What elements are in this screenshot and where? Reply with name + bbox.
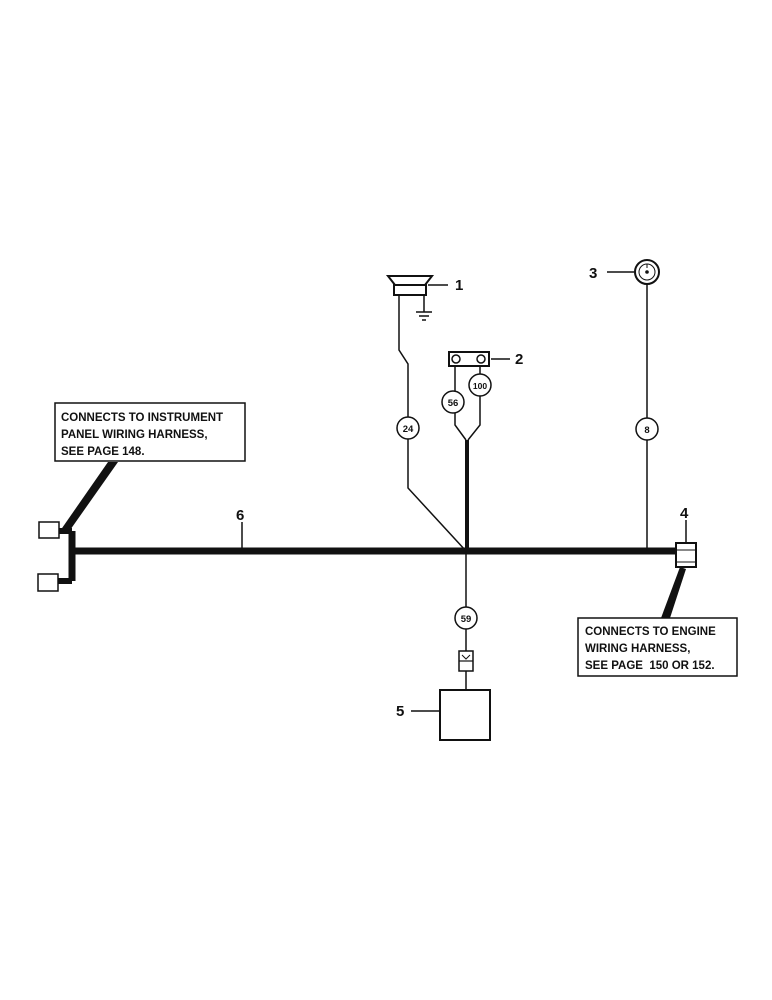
callout-engine-line-3: SEE PAGE 150 OR 152. bbox=[585, 660, 715, 672]
main-harness bbox=[58, 528, 676, 584]
wire-24 bbox=[398, 295, 467, 552]
callout-engine-line-2: WIRING HARNESS, bbox=[585, 643, 690, 655]
wire-tag-8: 8 bbox=[635, 417, 659, 441]
wire-tag-56: 56 bbox=[441, 390, 465, 414]
wire-tag-100: 100 bbox=[468, 373, 492, 397]
wire-tag-24-label: 24 bbox=[403, 424, 414, 435]
wire-tag-59: 59 bbox=[454, 606, 478, 630]
wire-tag-8-label: 8 bbox=[644, 425, 649, 436]
callout-instrument-line-2: PANEL WIRING HARNESS, bbox=[61, 429, 208, 441]
ref-number-6: 6 bbox=[236, 507, 244, 524]
ref-number-1: 1 bbox=[455, 277, 463, 294]
switch bbox=[448, 351, 510, 367]
wire-tag-59-label: 59 bbox=[461, 614, 472, 625]
wire-tag-24: 24 bbox=[396, 416, 420, 440]
callout-instrument-line-1: CONNECTS TO INSTRUMENT bbox=[61, 412, 223, 424]
callout-instrument-line-3: SEE PAGE 148. bbox=[61, 446, 145, 458]
inline-connector bbox=[458, 650, 474, 672]
engine-connector bbox=[675, 542, 697, 568]
wire-tag-100-label: 100 bbox=[473, 381, 487, 391]
ref-number-2: 2 bbox=[515, 351, 523, 368]
ref-number-3: 3 bbox=[589, 265, 597, 282]
callout-engine: CONNECTS TO ENGINE WIRING HARNESS, SEE P… bbox=[577, 617, 738, 677]
callout-leader-instrument bbox=[60, 462, 118, 533]
horn bbox=[385, 275, 448, 296]
left-plug-upper bbox=[38, 521, 60, 539]
leader-lines bbox=[241, 520, 687, 549]
ref-number-4: 4 bbox=[680, 505, 689, 522]
left-plug-lower bbox=[37, 573, 59, 592]
ref-number-5: 5 bbox=[396, 703, 404, 720]
callout-engine-line-1: CONNECTS TO ENGINE bbox=[585, 626, 716, 638]
component-box bbox=[411, 689, 491, 741]
gauge bbox=[607, 259, 660, 285]
wire-tag-56-label: 56 bbox=[448, 398, 459, 409]
callout-instrument-panel: CONNECTS TO INSTRUMENT PANEL WIRING HARN… bbox=[54, 402, 246, 462]
ground-symbol bbox=[416, 295, 432, 321]
callout-leader-engine bbox=[661, 567, 686, 618]
